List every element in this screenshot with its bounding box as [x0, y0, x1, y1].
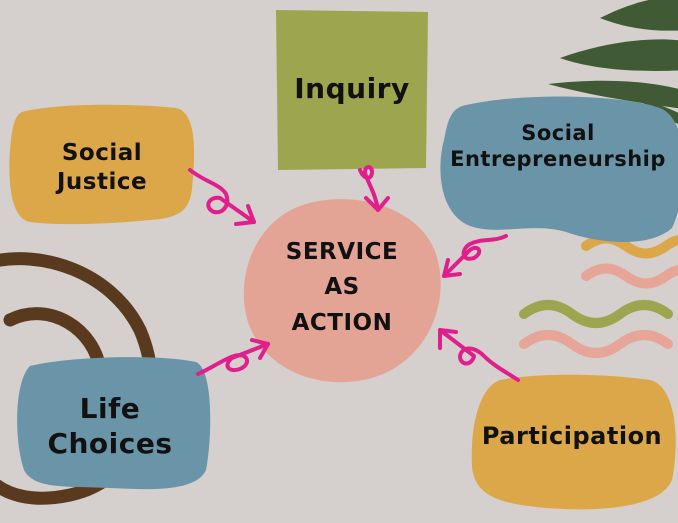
wave-decoration [519, 233, 678, 358]
life-choices-blob [17, 357, 211, 490]
inquiry-box [276, 10, 428, 170]
arrow-life-choices [196, 338, 270, 376]
node-label-inquiry: Inquiry [294, 71, 410, 105]
node-label-participation: Participation [481, 422, 663, 450]
participation-blob [471, 374, 676, 510]
arrow-social-entrepreneurship [442, 234, 508, 278]
node-label-life-choices: Life Choices [47, 392, 173, 460]
social-justice-blob [9, 104, 195, 225]
social-entrepreneurship-blob [440, 96, 678, 242]
center-label: SERVICE AS ACTION [285, 238, 399, 336]
arrow-social-justice [188, 168, 256, 226]
arrow-inquiry [358, 165, 390, 212]
center-blob [243, 199, 441, 383]
node-label-social-entrepreneurship: Social Entrepreneurship [450, 120, 666, 171]
arrow-participation [438, 328, 520, 382]
node-label-social-justice: Social Justice [56, 140, 148, 195]
arrows [188, 165, 520, 382]
